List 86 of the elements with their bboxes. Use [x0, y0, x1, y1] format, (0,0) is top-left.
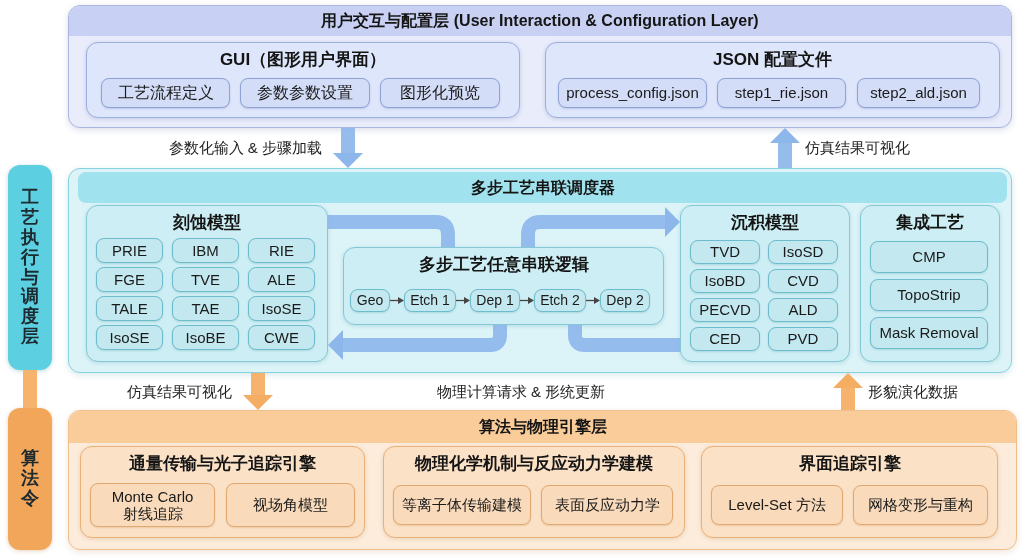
module-box: TALE — [96, 296, 163, 321]
layer-title: 多步工艺串联调度器 — [469, 177, 616, 198]
module-box: IsoBE — [172, 325, 239, 350]
arrow — [389, 297, 404, 304]
tab-label: 工艺执行与调度层 — [21, 188, 39, 347]
panel-title: 物理化学机制与反应动力学建模 — [415, 453, 653, 475]
module-box: TVE — [172, 267, 239, 292]
module-box: Monte Carlo 射线追踪 — [90, 483, 215, 527]
module-box: 网格变形与重构 — [853, 485, 988, 525]
module-box: IBM — [172, 238, 239, 263]
module-box: IsoSE — [248, 296, 315, 321]
curved-arrow — [521, 207, 680, 247]
edge-label: 仿真结果可视化 — [125, 381, 234, 402]
layer-title: 算法与物理引擎层 — [477, 417, 608, 437]
panel-title: 界面追踪引擎 — [798, 453, 901, 475]
module-panel — [860, 205, 1000, 362]
block-arrow — [770, 128, 800, 168]
arrow — [585, 297, 600, 304]
block-arrow — [333, 128, 363, 168]
block-arrow — [243, 373, 273, 410]
module-box: Mask Removal — [870, 317, 988, 349]
module-box: CVD — [768, 269, 838, 293]
step-box: Dep 1 — [470, 289, 520, 312]
side-tab — [8, 165, 52, 370]
module-box: 表面反应动力学 — [541, 485, 673, 525]
module-panel — [680, 205, 850, 362]
module-panel — [701, 446, 998, 538]
layer-panel — [68, 410, 1017, 550]
panel-title: JSON 配置文件 — [713, 49, 832, 71]
module-panel — [545, 42, 1000, 118]
module-box: FGE — [96, 267, 163, 292]
panel-title: GUI（图形用户界面） — [219, 49, 387, 71]
arrow — [519, 297, 534, 304]
block-arrow — [833, 373, 863, 410]
module-box: IsoSE — [96, 325, 163, 350]
module-box: ALD — [768, 298, 838, 322]
module-box: CWE — [248, 325, 315, 350]
layer-title: 用户交互与配置层 (User Interaction & Configuration Layer) — [320, 11, 760, 31]
module-box: 参数参数设置 — [240, 78, 370, 108]
curved-band — [568, 325, 680, 352]
module-panel — [80, 446, 365, 538]
module-panel — [86, 205, 328, 362]
module-box: PRIE — [96, 238, 163, 263]
module-box: CMP — [870, 241, 988, 273]
arrow — [455, 297, 470, 304]
module-box: IsoBD — [690, 269, 760, 293]
panel-title: 刻蚀模型 — [173, 212, 241, 234]
module-box: PECVD — [690, 298, 760, 322]
side-tab — [8, 408, 52, 550]
module-box: 等离子体传输建模 — [393, 485, 531, 525]
module-box: step1_rie.json — [717, 78, 846, 108]
module-box: RIE — [248, 238, 315, 263]
module-box: CED — [690, 327, 760, 351]
module-panel — [383, 446, 685, 538]
layer-panel — [68, 5, 1012, 128]
step-box: Geo — [350, 289, 390, 312]
panel-title: 通量传输与光子追踪引擎 — [129, 453, 316, 475]
module-box: process_config.json — [558, 78, 707, 108]
module-box: 工艺流程定义 — [101, 78, 230, 108]
connector-bar — [23, 370, 37, 408]
edge-label: 形貌演化数据 — [866, 381, 960, 402]
panel-title: 沉积模型 — [731, 212, 799, 234]
curved-arrow — [328, 325, 507, 360]
tab-label: 算法令 — [21, 449, 39, 509]
curved-band — [328, 215, 455, 247]
module-box: TAE — [172, 296, 239, 321]
module-box: step2_ald.json — [857, 78, 980, 108]
panel-title: 多步工艺任意串联逻辑 — [418, 254, 589, 276]
module-box: PVD — [768, 327, 838, 351]
edge-label: 仿真结果可视化 — [803, 138, 912, 158]
module-box: 图形化预览 — [380, 78, 500, 108]
step-box: Etch 1 — [404, 289, 456, 312]
module-box: TopoStrip — [870, 279, 988, 311]
panel-title: 集成工艺 — [896, 212, 964, 234]
step-box: Dep 2 — [600, 289, 650, 312]
module-box: TVD — [690, 240, 760, 264]
step-box: Etch 2 — [534, 289, 586, 312]
edge-label: 参数化输入 & 步骤加载 — [166, 138, 324, 158]
module-box: ALE — [248, 267, 315, 292]
module-panel — [86, 42, 520, 118]
layer-panel — [68, 168, 1012, 373]
module-box: 视场角模型 — [226, 483, 355, 527]
flow-note: 物理计算请求 & 形统更新 — [436, 382, 606, 402]
module-box: IsoSD — [768, 240, 838, 264]
module-panel — [343, 247, 664, 325]
module-box: Level-Set 方法 — [711, 485, 843, 525]
